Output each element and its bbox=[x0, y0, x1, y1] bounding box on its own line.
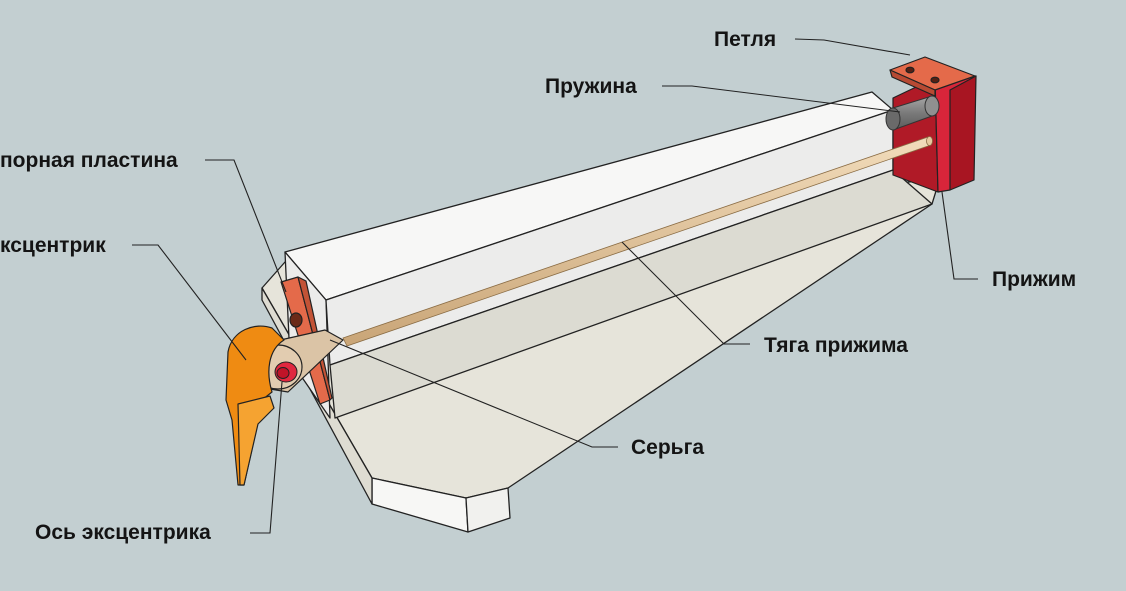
leader-prizhim bbox=[941, 191, 978, 280]
label-prizhim: Прижим bbox=[992, 268, 1077, 291]
label-serga: Серьга bbox=[631, 436, 705, 459]
label-pruzhina: Пружина bbox=[545, 75, 637, 98]
label-os-ekscentrika: Ось эксцентрика bbox=[35, 521, 211, 544]
spring bbox=[885, 95, 940, 131]
leader-ekscentrik bbox=[132, 244, 247, 361]
leader-os bbox=[250, 381, 283, 534]
leader-tyaga bbox=[621, 241, 750, 345]
leader-serga bbox=[329, 339, 618, 448]
leader-opornaya bbox=[205, 159, 287, 293]
clamp-rod bbox=[342, 136, 933, 347]
leader-pruzhina bbox=[662, 85, 901, 113]
eccentric-axle bbox=[274, 361, 298, 383]
label-ekscentrik: ксцентрик bbox=[0, 234, 106, 257]
label-opornaya-plastina: порная пластина bbox=[0, 149, 178, 172]
leader-petlya bbox=[794, 38, 911, 56]
leader-lines bbox=[132, 38, 978, 534]
eccentric-cam bbox=[225, 325, 285, 486]
hinge bbox=[889, 56, 976, 97]
label-tyaga-prizhima: Тяга прижима bbox=[764, 334, 908, 357]
label-petlya: Петля bbox=[714, 28, 777, 51]
